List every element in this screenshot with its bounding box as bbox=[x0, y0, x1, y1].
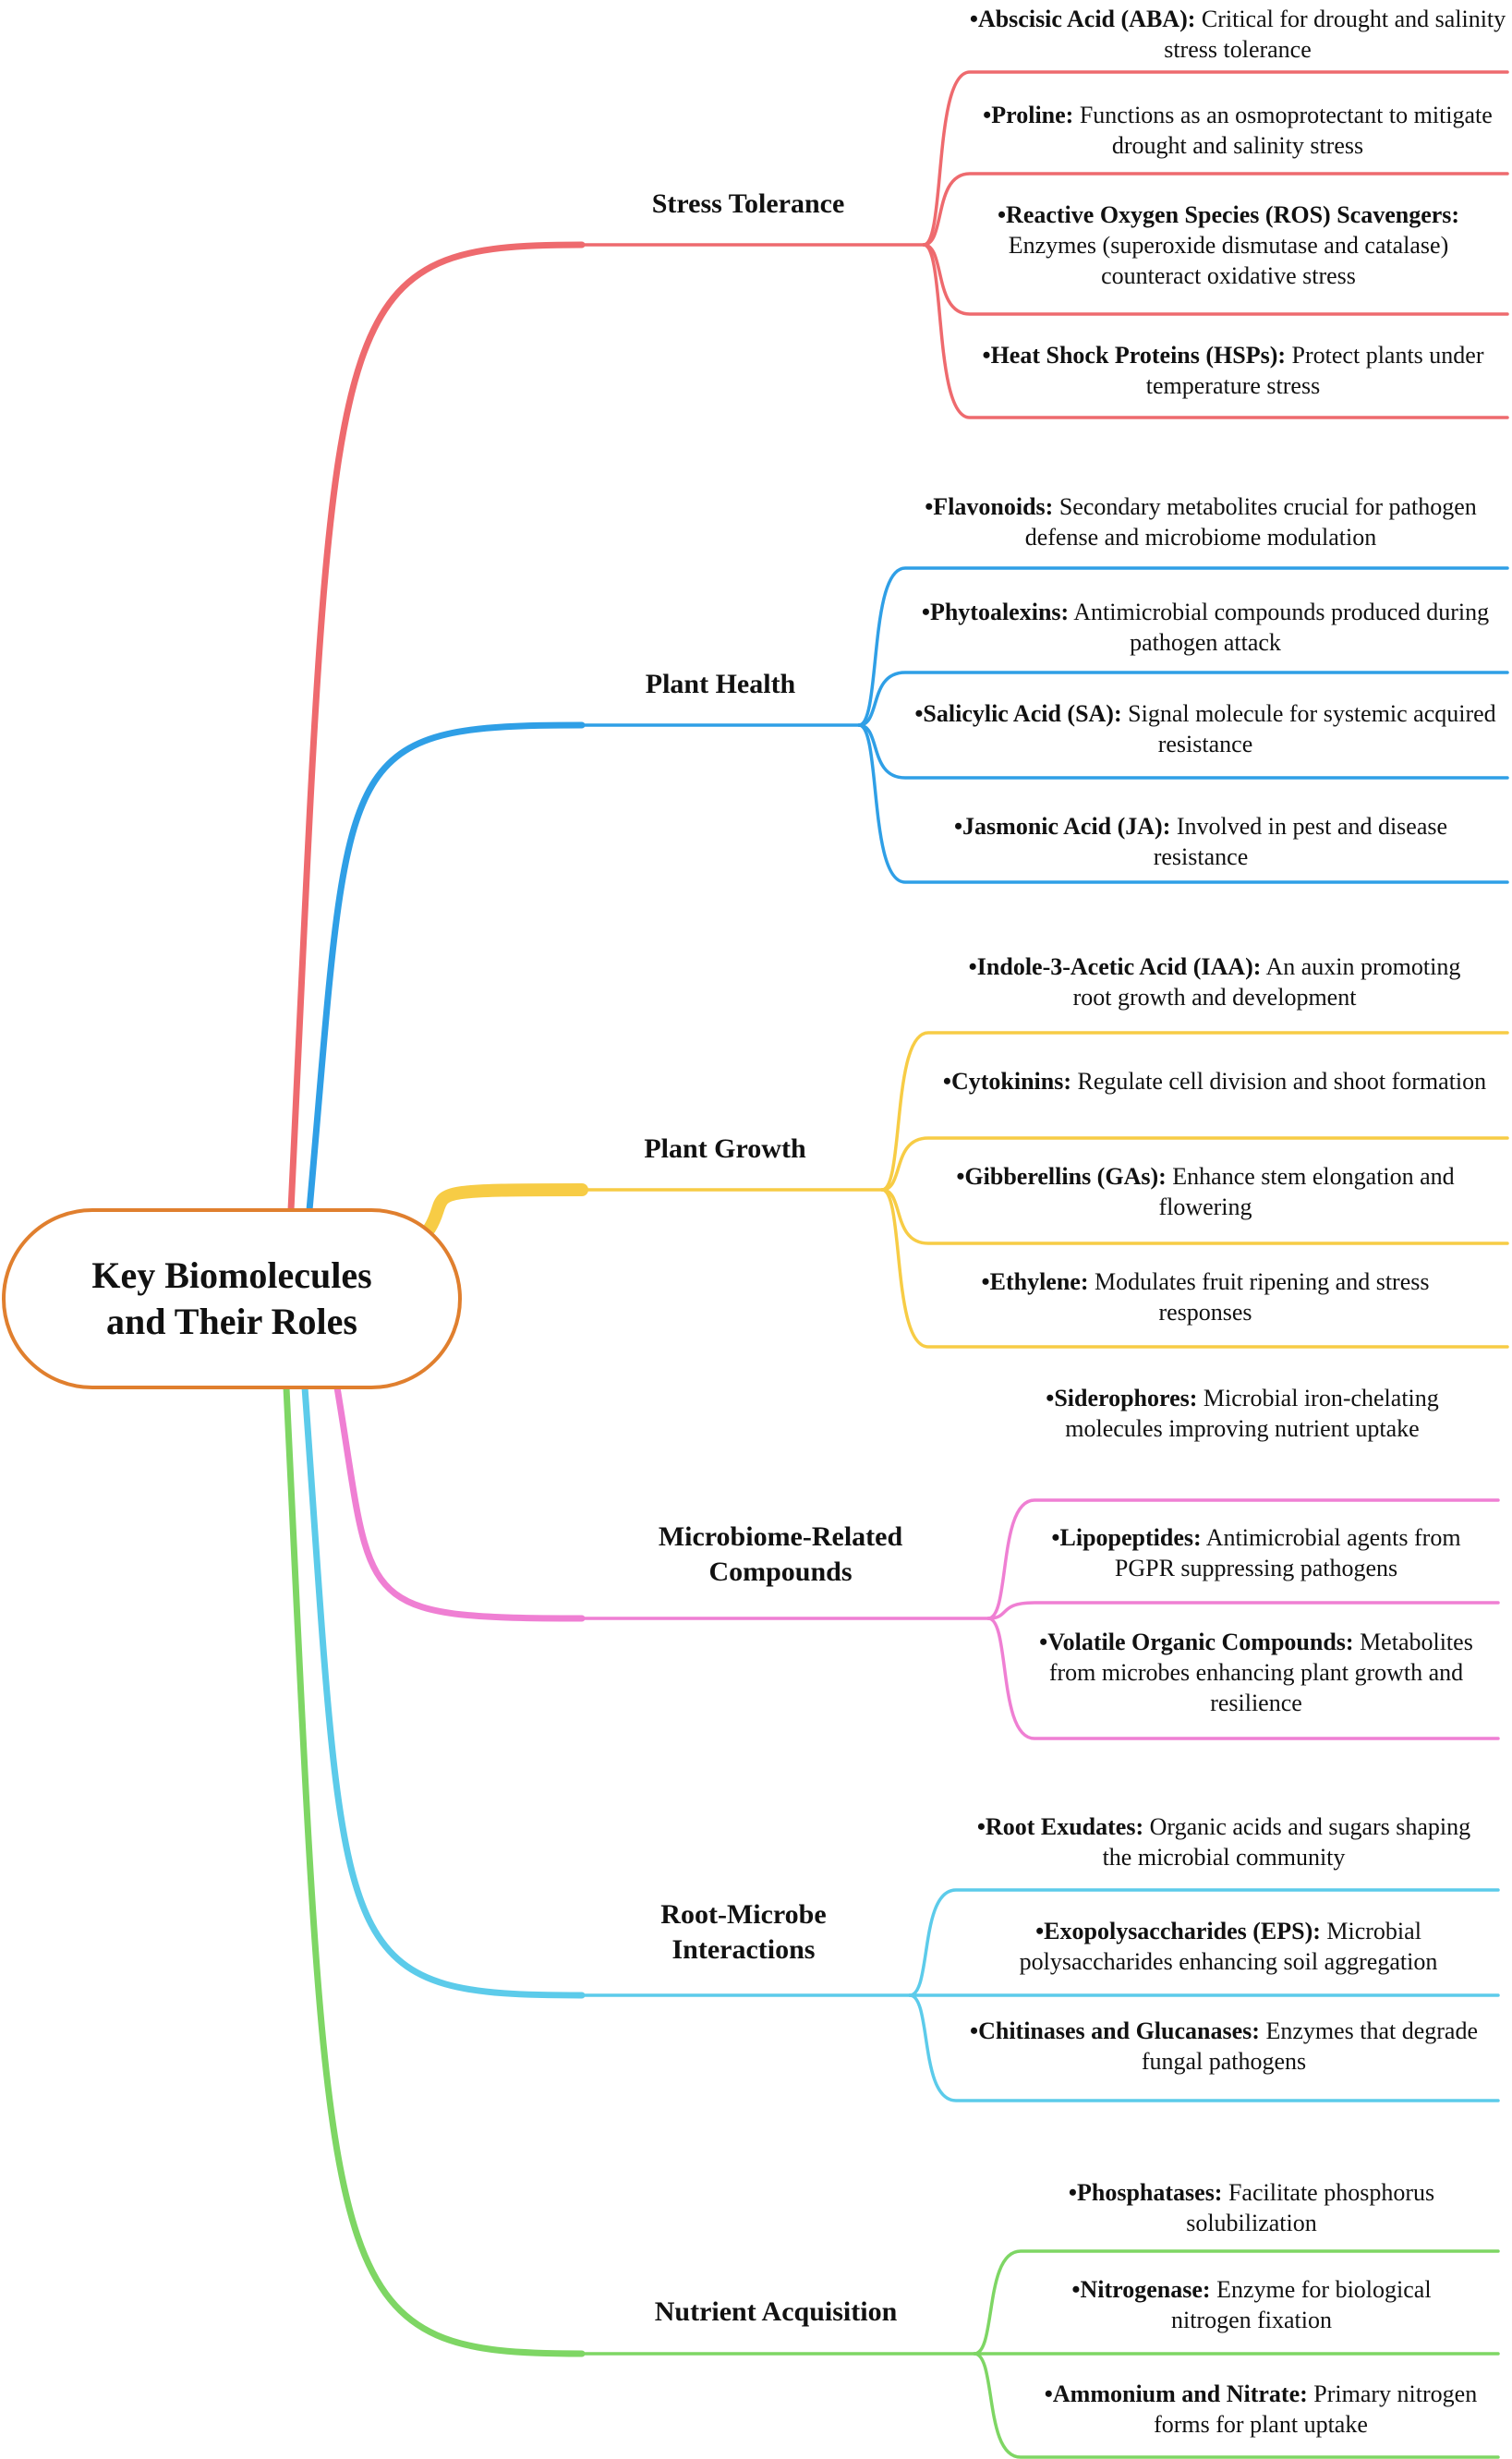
leaf-term: •Siderophores: bbox=[1046, 1385, 1198, 1411]
leaf-term: •Chitinases and Glucanases: bbox=[969, 2017, 1260, 2044]
leaf-gibberellins: •Gibberellins (GAs): Enhance stem elonga… bbox=[928, 1161, 1482, 1222]
leaf-chitinases: •Chitinases and Glucanases: Enzymes that… bbox=[956, 2016, 1492, 2077]
leaf-desc: Involved in pest and disease resistance bbox=[1153, 813, 1448, 870]
leaf-aba: •Abscisic Acid (ABA): Critical for droug… bbox=[965, 4, 1510, 65]
leaf-ros-scavengers: •Reactive Oxygen Species (ROS) Scavenger… bbox=[956, 200, 1501, 291]
leaf-term: •Lipopeptides: bbox=[1051, 1524, 1202, 1551]
leaf-iaa: •Indole-3-Acetic Acid (IAA): An auxin pr… bbox=[965, 951, 1464, 1012]
leaf-desc: Microbial iron-chelating molecules impro… bbox=[1065, 1385, 1439, 1442]
leaf-ammonium-nitrate: •Ammonium and Nitrate: Primary nitrogen … bbox=[1039, 2379, 1482, 2440]
root-title-line2: and Their Roles bbox=[106, 1301, 357, 1342]
leaf-cytokinins: •Cytokinins: Regulate cell division and … bbox=[933, 1066, 1496, 1096]
leaf-desc: Enhance stem elongation and flowering bbox=[1158, 1163, 1455, 1220]
leaf-desc: Modulates fruit ripening and stress resp… bbox=[1088, 1268, 1430, 1326]
leaf-term: •Ethylene: bbox=[981, 1268, 1089, 1295]
leaf-flavonoids: •Flavonoids: Secondary metabolites cruci… bbox=[914, 491, 1487, 552]
root-node: Key Biomolecules and Their Roles bbox=[2, 1208, 462, 1389]
leaf-root-exudates: •Root Exudates: Organic acids and sugars… bbox=[965, 1811, 1482, 1872]
leaf-hsps: •Heat Shock Proteins (HSPs): Protect pla… bbox=[961, 340, 1506, 401]
leaf-salicylic-acid: •Salicylic Acid (SA): Signal molecule fo… bbox=[914, 698, 1496, 759]
leaf-desc: Protect plants under temperature stress bbox=[1145, 342, 1484, 399]
leaf-term: •Ammonium and Nitrate: bbox=[1044, 2380, 1308, 2407]
leaf-term: •Indole-3-Acetic Acid (IAA): bbox=[968, 953, 1262, 980]
root-title-line1: Key Biomolecules bbox=[91, 1254, 372, 1296]
branch-label-root-microbe: Root-Microbe Interactions bbox=[610, 1897, 877, 1968]
branch-curve bbox=[423, 1183, 588, 1235]
leaf-desc: Antimicrobial agents from PGPR suppressi… bbox=[1114, 1524, 1461, 1581]
leaf-desc: An auxin promoting root growth and devel… bbox=[1072, 953, 1461, 1011]
leaf-desc: Facilitate phosphorus solubilization bbox=[1186, 2179, 1435, 2236]
branch-label-root-microbe-text: Root-Microbe Interactions bbox=[660, 1899, 827, 1965]
leaf-term: •Gibberellins (GAs): bbox=[956, 1163, 1167, 1190]
leaf-underline bbox=[986, 1601, 1500, 1620]
leaf-desc: Metabolites from microbes enhancing plan… bbox=[1048, 1629, 1473, 1716]
leaf-desc: Signal molecule for systemic acquired re… bbox=[1121, 700, 1496, 757]
leaf-desc: Organic acids and sugars shaping the mic… bbox=[1102, 1813, 1471, 1871]
leaf-term: •Salicylic Acid (SA): bbox=[914, 700, 1122, 727]
leaf-term: •Heat Shock Proteins (HSPs): bbox=[982, 342, 1287, 369]
leaf-term: •Volatile Organic Compounds: bbox=[1039, 1629, 1354, 1655]
leaf-desc: Enzymes (superoxide dismutase and catala… bbox=[1008, 232, 1449, 289]
leaf-siderophores: •Siderophores: Microbial iron-chelating … bbox=[1025, 1383, 1459, 1444]
leaf-phosphatases: •Phosphatases: Facilitate phosphorus sol… bbox=[1034, 2177, 1469, 2238]
branch-curve bbox=[306, 721, 586, 1214]
leaf-desc: Critical for drought and salinity stress… bbox=[1164, 6, 1506, 63]
leaf-term: •Phytoalexins: bbox=[921, 599, 1070, 625]
leaf-desc: Enzyme for biological nitrogen fixation bbox=[1170, 2276, 1432, 2333]
leaf-term: •Reactive Oxygen Species (ROS) Scavenger… bbox=[997, 201, 1460, 228]
branch-curve bbox=[301, 1384, 586, 1999]
branch-curve bbox=[283, 1384, 586, 2357]
branch-label-stress-tolerance: Stress Tolerance bbox=[651, 188, 845, 219]
leaf-lipopeptides: •Lipopeptides: Antimicrobial agents from… bbox=[1030, 1522, 1482, 1583]
leaf-nitrogenase: •Nitrogenase: Enzyme for biological nitr… bbox=[1030, 2274, 1473, 2335]
leaf-phytoalexins: •Phytoalexins: Antimicrobial compounds p… bbox=[910, 597, 1501, 658]
leaf-term: •Exopolysaccharides (EPS): bbox=[1035, 1918, 1321, 1944]
branch-label-microbiome-related: Microbiome-Related Compounds bbox=[610, 1520, 951, 1590]
branch-curve bbox=[333, 1384, 586, 1622]
leaf-proline: •Proline: Functions as an osmoprotectant… bbox=[974, 100, 1501, 161]
leaf-desc: Antimicrobial compounds produced during … bbox=[1069, 599, 1490, 656]
leaf-ethylene: •Ethylene: Modulates fruit ripening and … bbox=[933, 1266, 1478, 1327]
leaf-term: •Flavonoids: bbox=[925, 493, 1054, 520]
leaf-term: •Cytokinins: bbox=[942, 1068, 1071, 1095]
branch-label-plant-growth: Plant Growth bbox=[644, 1133, 806, 1164]
branch-label-microbiome-text: Microbiome-Related Compounds bbox=[658, 1521, 903, 1587]
leaf-term: •Root Exudates: bbox=[976, 1813, 1144, 1840]
leaf-desc: Regulate cell division and shoot formati… bbox=[1071, 1068, 1487, 1095]
leaf-term: •Proline: bbox=[983, 102, 1074, 128]
leaf-term: •Abscisic Acid (ABA): bbox=[969, 6, 1196, 32]
leaf-desc: Microbial polysaccharides enhancing soil… bbox=[1019, 1918, 1438, 1975]
leaf-term: •Jasmonic Acid (JA): bbox=[953, 813, 1171, 840]
leaf-eps: •Exopolysaccharides (EPS): Microbial pol… bbox=[961, 1916, 1496, 1977]
leaf-desc: Secondary metabolites crucial for pathog… bbox=[1024, 493, 1477, 551]
leaf-vocs: •Volatile Organic Compounds: Metabolites… bbox=[1034, 1627, 1478, 1718]
branch-label-plant-health: Plant Health bbox=[645, 669, 796, 699]
leaf-term: •Phosphatases: bbox=[1068, 2179, 1223, 2206]
leaf-jasmonic-acid: •Jasmonic Acid (JA): Involved in pest an… bbox=[910, 811, 1492, 872]
leaf-desc: Enzymes that degrade fungal pathogens bbox=[1141, 2017, 1479, 2075]
branch-label-nutrient-acquisition: Nutrient Acquisition bbox=[654, 2296, 898, 2327]
leaf-term: •Nitrogenase: bbox=[1071, 2276, 1211, 2303]
branch-curve bbox=[287, 241, 586, 1214]
leaf-desc: Functions as an osmoprotectant to mitiga… bbox=[1073, 102, 1493, 159]
leaf-desc: Primary nitrogen forms for plant uptake bbox=[1154, 2380, 1478, 2438]
